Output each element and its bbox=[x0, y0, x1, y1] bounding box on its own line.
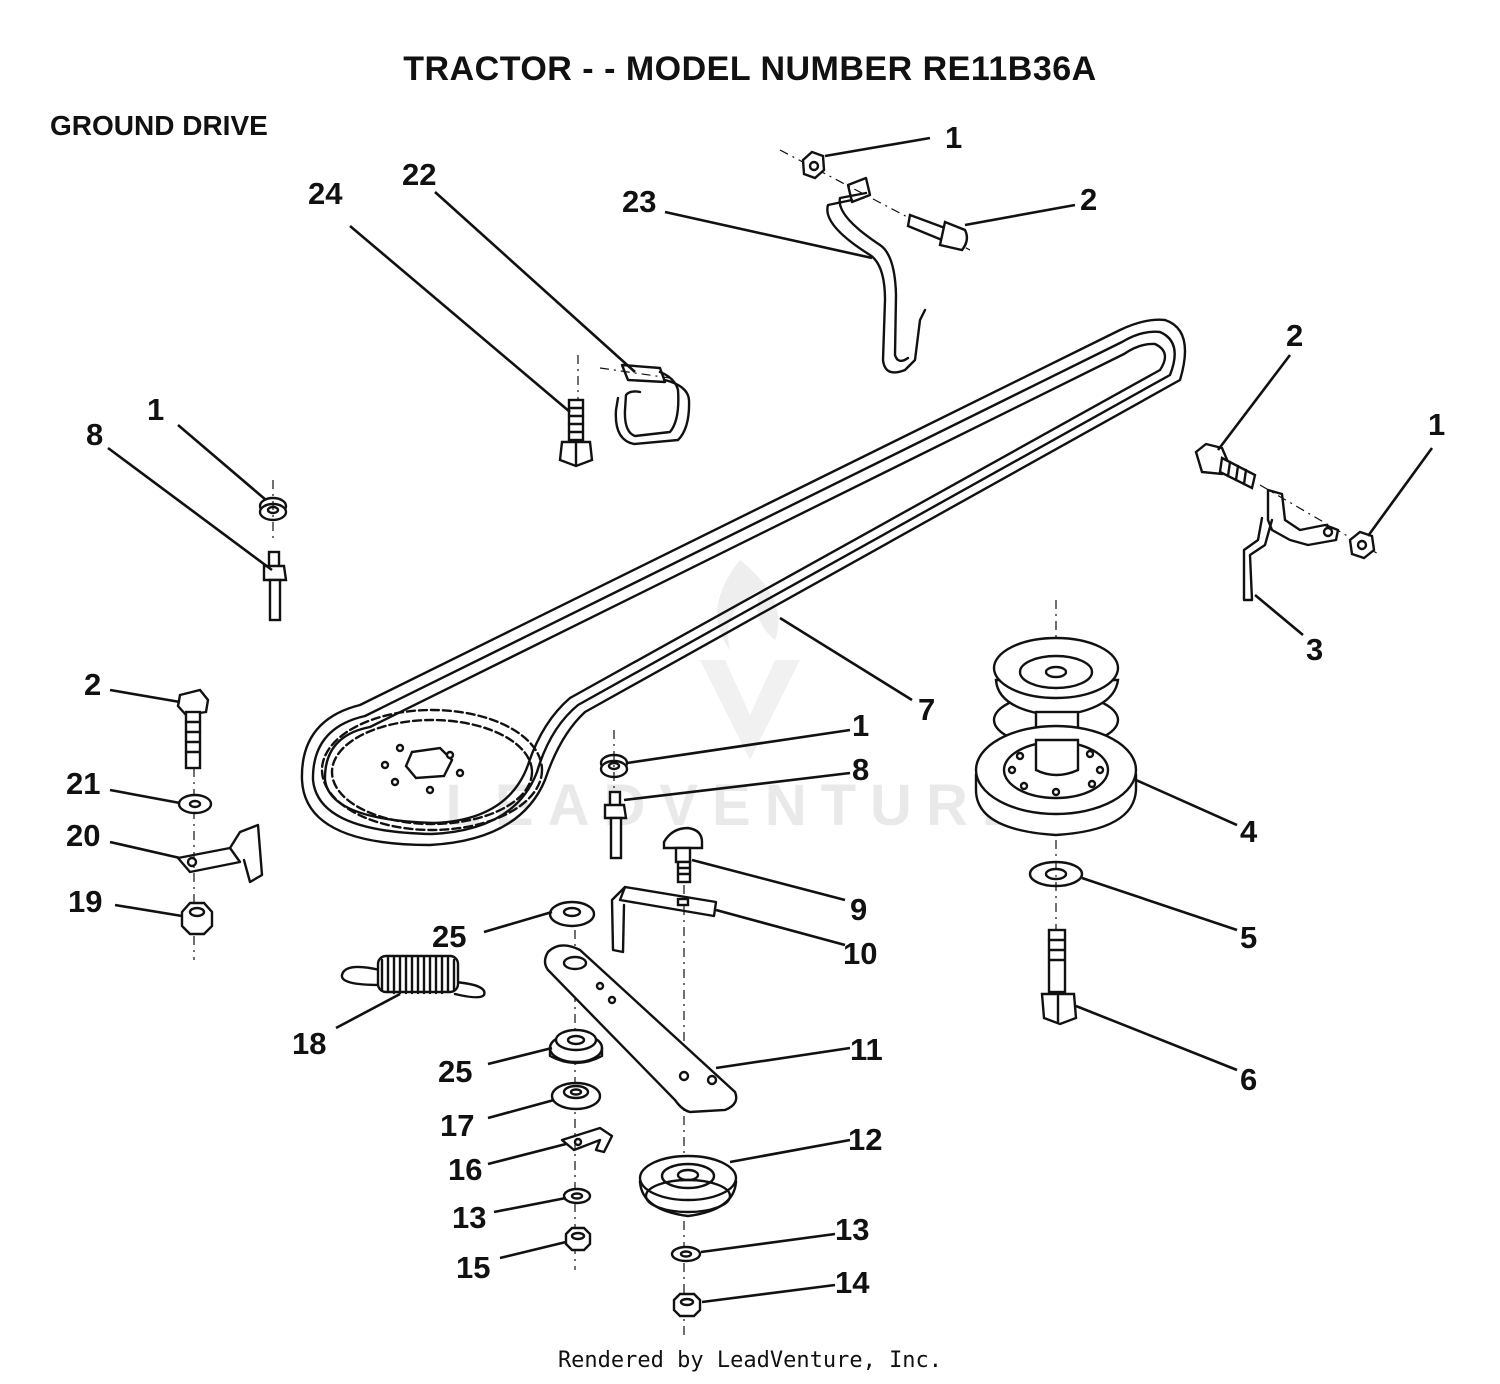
washer-part-17 bbox=[550, 1081, 602, 1111]
callout-22: 22 bbox=[402, 157, 436, 192]
callout-10: 10 bbox=[843, 936, 877, 971]
callout-numbers: 1 2 23 22 24 1 8 2 1 3 7 2 21 20 19 1 8 … bbox=[66, 120, 1445, 1300]
bolt-part-2-right bbox=[1194, 442, 1257, 490]
callout-21: 21 bbox=[66, 766, 100, 801]
callout-6: 6 bbox=[1240, 1062, 1257, 1097]
callout-13: 13 bbox=[452, 1200, 486, 1235]
idler-pulley-part-12 bbox=[638, 1154, 738, 1218]
stud-part-8-center bbox=[603, 790, 628, 860]
callout-2: 2 bbox=[1286, 318, 1303, 353]
belt-guide-part-23 bbox=[779, 149, 971, 374]
callout-1: 1 bbox=[852, 708, 869, 743]
callout-14: 14 bbox=[835, 1265, 870, 1300]
callout-2: 2 bbox=[84, 667, 101, 702]
engine-pulley-part-4 bbox=[974, 600, 1138, 837]
callout-2: 2 bbox=[1080, 182, 1097, 217]
callout-4: 4 bbox=[1240, 814, 1258, 849]
bushing-part-25-bottom bbox=[548, 1028, 604, 1065]
lock-nut-part-19 bbox=[180, 901, 214, 936]
bracket-part-10 bbox=[610, 885, 718, 954]
belt-guide-part-22 bbox=[577, 355, 691, 446]
callout-1: 1 bbox=[945, 120, 962, 155]
stud-part-8-left bbox=[262, 550, 288, 622]
bolt-part-2-left bbox=[176, 688, 210, 960]
callout-1: 1 bbox=[147, 392, 164, 427]
bolt-part-6 bbox=[1040, 928, 1078, 1026]
bracket-part-20 bbox=[176, 823, 264, 884]
callout-12: 12 bbox=[848, 1122, 882, 1157]
callout-18: 18 bbox=[292, 1026, 326, 1061]
callout-25: 25 bbox=[438, 1054, 472, 1089]
hex-bolt-part-24 bbox=[558, 398, 594, 468]
callout-20: 20 bbox=[66, 818, 100, 853]
callout-25: 25 bbox=[432, 919, 466, 954]
carriage-bolt-part-9 bbox=[662, 826, 704, 1340]
washer-part-13-right bbox=[670, 1245, 702, 1263]
nut-part-1-left bbox=[258, 480, 288, 540]
callout-8: 8 bbox=[86, 417, 103, 452]
belt-guide-part-3 bbox=[1242, 484, 1381, 602]
callout-7: 7 bbox=[918, 692, 935, 727]
clip-part-16 bbox=[560, 1126, 614, 1154]
callout-19: 19 bbox=[68, 884, 102, 919]
spring-part-18 bbox=[340, 954, 486, 999]
leadventure-watermark-logo: LEADVENTURE bbox=[445, 560, 1034, 838]
footer-credit: Rendered by LeadVenture, Inc. bbox=[557, 1348, 943, 1373]
idler-arm-part-11 bbox=[543, 944, 738, 1114]
callout-11: 11 bbox=[850, 1032, 883, 1067]
callout-13: 13 bbox=[835, 1212, 869, 1247]
callout-17: 17 bbox=[440, 1108, 474, 1143]
callout-leader-lines bbox=[107, 136, 1434, 1304]
callout-8: 8 bbox=[852, 752, 869, 787]
diagram-title: TRACTOR - - MODEL NUMBER RE11B36A bbox=[403, 50, 1097, 88]
nut-part-15 bbox=[564, 1226, 592, 1252]
callout-23: 23 bbox=[622, 184, 656, 219]
callout-5: 5 bbox=[1240, 920, 1257, 955]
drive-belt-part-7 bbox=[300, 318, 1187, 847]
section-title: GROUND DRIVE bbox=[50, 110, 268, 141]
callout-3: 3 bbox=[1306, 632, 1323, 667]
nut-part-14 bbox=[672, 1292, 702, 1318]
callout-15: 15 bbox=[456, 1250, 490, 1285]
washer-part-21 bbox=[177, 793, 213, 815]
callout-1: 1 bbox=[1428, 407, 1445, 442]
watermark-text: LEADVENTURE bbox=[445, 773, 1034, 838]
nut-part-1-right bbox=[1348, 530, 1376, 560]
callout-9: 9 bbox=[850, 892, 867, 927]
callout-24: 24 bbox=[308, 176, 343, 211]
callout-16: 16 bbox=[448, 1152, 482, 1187]
washer-part-13-left bbox=[562, 1187, 592, 1205]
lock-washer-part-5 bbox=[1028, 840, 1084, 930]
